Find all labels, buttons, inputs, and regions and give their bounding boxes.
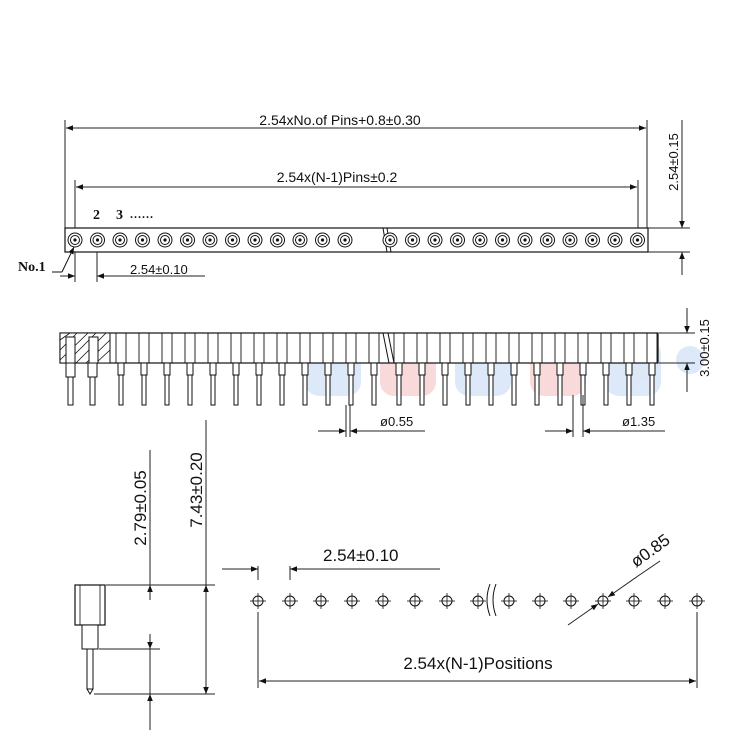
top-pin xyxy=(180,232,195,248)
profile-body xyxy=(74,584,106,626)
side-view: 3.00±0.15 ø0.55 ø1.35 xyxy=(59,308,712,437)
top-pin xyxy=(630,232,645,248)
side-section-hatch xyxy=(59,332,111,364)
pcb-hole xyxy=(407,593,423,609)
profile-body-height-label: 2.79±0.05 xyxy=(131,470,150,546)
side-strip-body xyxy=(59,332,659,364)
top-height-label: 2.54±0.15 xyxy=(666,133,681,191)
side-pin xyxy=(184,333,196,406)
top-pin xyxy=(585,232,600,248)
top-pin xyxy=(382,232,398,248)
side-pin xyxy=(138,333,150,406)
side-pin xyxy=(577,333,589,406)
top-pin xyxy=(157,232,173,248)
side-pin xyxy=(462,333,474,406)
pcb-hole xyxy=(282,593,298,609)
pin-span-label: 2.54x(N-1)Pins±0.2 xyxy=(277,169,398,185)
pcb-hole-row xyxy=(250,593,705,609)
top-pin xyxy=(225,232,240,248)
top-pin xyxy=(337,232,353,248)
side-pin xyxy=(646,333,658,406)
pcb-hole xyxy=(375,593,391,609)
side-pin xyxy=(276,333,288,406)
top-pin xyxy=(495,232,510,248)
top-view: 2.54xNo.of Pins+0.8±0.30 2.54x(N-1)Pins±… xyxy=(18,112,690,282)
side-pin xyxy=(253,333,265,406)
side-pin xyxy=(485,333,497,406)
side-pin xyxy=(393,333,405,406)
side-pin xyxy=(600,333,612,406)
pcb-hole xyxy=(344,593,360,609)
profile-view: 2.79±0.05 7.43±0.20 xyxy=(74,420,215,730)
pcb-positions-label: 2.54x(N-1)Positions xyxy=(403,654,552,673)
pcb-hole xyxy=(563,593,579,609)
side-pin xyxy=(554,333,566,406)
top-pin xyxy=(292,232,308,248)
side-pin xyxy=(207,333,219,406)
pin1-label: No.1 xyxy=(18,260,46,275)
side-pin xyxy=(368,333,380,406)
pcb-hole xyxy=(470,593,486,609)
side-pin xyxy=(531,333,543,406)
profile-total-height-label: 7.43±0.20 xyxy=(187,452,206,528)
side-pin xyxy=(623,333,635,406)
side-pin xyxy=(345,333,357,406)
profile-sleeve xyxy=(81,624,99,650)
profile-tail xyxy=(86,648,94,690)
pcb-hole xyxy=(626,593,642,609)
pcb-hole xyxy=(595,593,611,609)
side-pin xyxy=(508,333,520,406)
top-pin xyxy=(517,232,533,248)
top-pin xyxy=(270,232,285,248)
pcb-hole xyxy=(657,593,673,609)
side-pin-sectioned xyxy=(87,362,98,406)
side-pin xyxy=(299,333,311,406)
pcb-layout: 2.54±0.10 ø0.85 2.54x(N-1)Positions xyxy=(222,530,705,688)
pin-number-2: 2 xyxy=(93,208,100,223)
side-pin-sectioned xyxy=(65,362,76,406)
pcb-hole xyxy=(689,593,705,609)
top-pin xyxy=(562,232,578,248)
top-pin xyxy=(112,232,128,248)
pcb-hole xyxy=(532,593,548,609)
top-pin xyxy=(135,232,150,248)
side-height-label: 3.00±0.15 xyxy=(697,319,712,377)
pcb-pitch-label: 2.54±0.10 xyxy=(323,546,399,565)
top-pin xyxy=(405,232,420,248)
top-pin xyxy=(427,232,443,248)
top-pin xyxy=(450,232,465,248)
side-pin xyxy=(161,333,173,406)
pcb-hole xyxy=(501,593,517,609)
side-pin xyxy=(230,333,242,406)
pcb-hole xyxy=(439,593,455,609)
pin-continuation: ...... xyxy=(130,207,154,221)
top-pin xyxy=(247,232,263,248)
top-pin xyxy=(472,232,488,248)
top-pin-row xyxy=(67,232,645,248)
tail-diameter-label: ø0.55 xyxy=(380,414,413,429)
side-pin xyxy=(322,333,334,406)
side-pin xyxy=(115,333,127,406)
top-strip-body xyxy=(64,227,649,253)
pcb-hole xyxy=(313,593,329,609)
overall-length-label: 2.54xNo.of Pins+0.8±0.30 xyxy=(259,112,421,128)
pin-number-3: 3 xyxy=(116,208,123,223)
pcb-hole xyxy=(250,593,266,609)
top-pin xyxy=(202,232,218,248)
body-diameter-label: ø1.35 xyxy=(622,414,655,429)
side-pin xyxy=(439,333,451,406)
top-pin xyxy=(90,232,105,248)
top-pitch-label: 2.54±0.10 xyxy=(130,262,188,277)
top-pin xyxy=(607,232,623,248)
pcb-hole-diameter-label: ø0.85 xyxy=(627,530,673,571)
side-pin xyxy=(416,333,428,406)
side-pin-row xyxy=(65,333,658,406)
top-pin xyxy=(67,232,83,248)
top-pin xyxy=(315,232,330,248)
top-pin xyxy=(540,232,555,248)
